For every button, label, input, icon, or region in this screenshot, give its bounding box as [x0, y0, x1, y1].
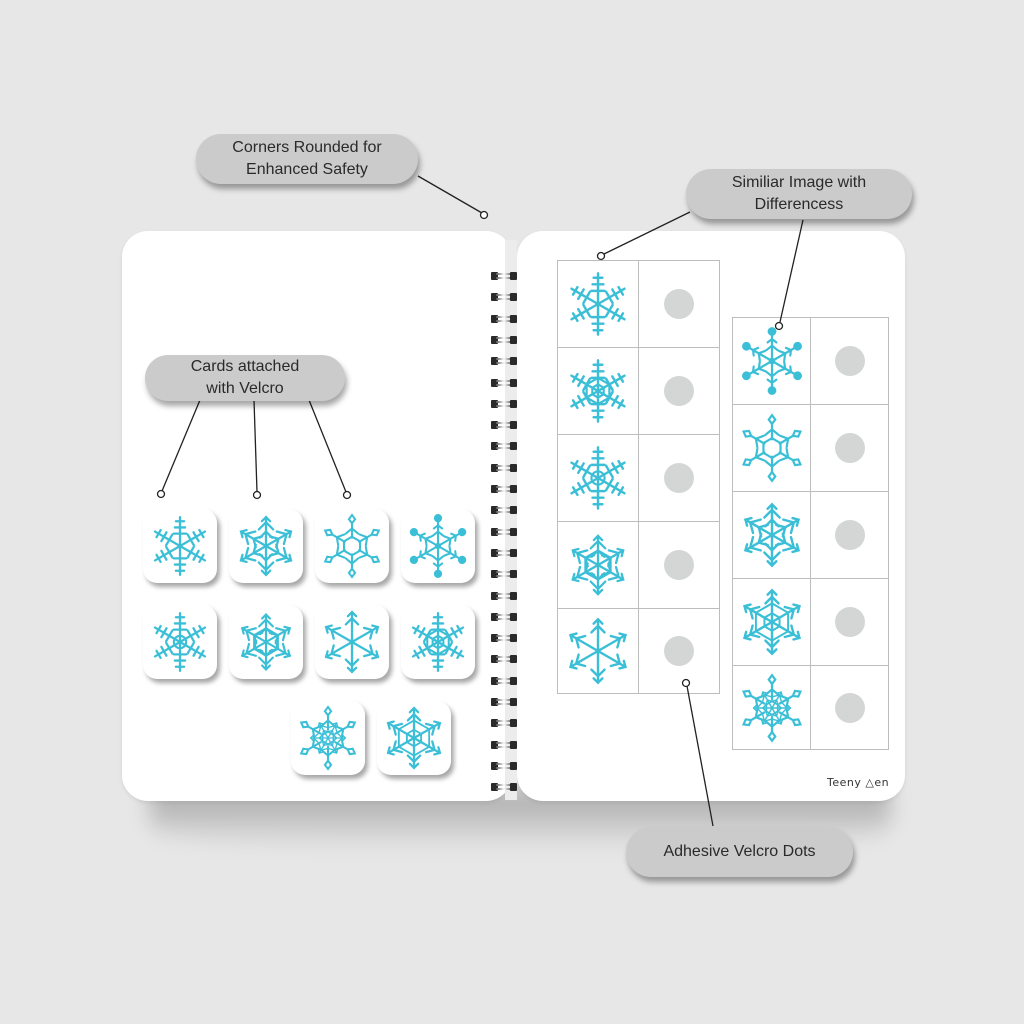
- callout-adhesive-velcro-dots: Adhesive Velcro Dots: [626, 827, 853, 877]
- snowflake-diamond-tips-icon: [737, 413, 807, 483]
- grid-image-cell: [557, 434, 639, 522]
- spiral-ring: [491, 548, 517, 557]
- spiral-ring: [491, 740, 517, 749]
- callout-cards-velcro: Cards attached with Velcro: [145, 355, 345, 401]
- callout-text: Differencess: [754, 196, 844, 213]
- spiral-ring: [491, 655, 517, 664]
- snowflake-feathery-icon: [737, 500, 807, 570]
- spiral-ring: [491, 378, 517, 387]
- callout-text: Similiar Image with: [731, 174, 867, 191]
- velcro-dot-cell[interactable]: [638, 260, 720, 348]
- snowflake-card-9[interactable]: [291, 701, 365, 775]
- snowflake-nested-hexagon-icon: [405, 609, 471, 675]
- callout-text: Enhanced Safety: [246, 161, 368, 178]
- velcro-dot[interactable]: [664, 550, 694, 580]
- snowflake-card-3[interactable]: [315, 509, 389, 583]
- snowflake-star-web-icon: [381, 705, 447, 771]
- snowflake-ring-center-icon: [147, 609, 213, 675]
- callout-text: with Velcro: [206, 380, 284, 397]
- snowflake-ornate-diamond-icon: [737, 673, 807, 743]
- callout-text: Cards attached: [190, 358, 300, 375]
- spiral-ring: [491, 463, 517, 472]
- spiral-ring: [491, 698, 517, 706]
- velcro-dot-cell[interactable]: [810, 317, 889, 405]
- velcro-dot-cell[interactable]: [638, 608, 720, 694]
- spiral-ring: [491, 676, 517, 685]
- snowflake-ring-center-icon: [563, 443, 633, 513]
- snowflake-card-10[interactable]: [377, 701, 451, 775]
- spiral-ring: [491, 634, 517, 643]
- velcro-dot[interactable]: [664, 463, 694, 493]
- spiral-ring: [491, 527, 517, 536]
- spiral-ring: [491, 591, 517, 600]
- snowflake-ornate-diamond-icon: [295, 705, 361, 771]
- callout-text: Corners Rounded for: [232, 139, 382, 156]
- snowflake-card-2[interactable]: [229, 509, 303, 583]
- grid-image-cell: [732, 404, 811, 492]
- snowflake-feathery-icon: [233, 513, 299, 579]
- spiral-ring: [491, 335, 517, 344]
- grid-image-cell: [732, 317, 811, 405]
- velcro-dot[interactable]: [664, 376, 694, 406]
- leader-end-circle: [479, 210, 489, 220]
- spiral-ring: [491, 442, 517, 451]
- spiral-ring: [491, 293, 517, 302]
- snowflake-dotted-tips-icon: [737, 326, 807, 396]
- snowflake-card-1[interactable]: [143, 509, 217, 583]
- grid-image-cell: [732, 665, 811, 750]
- spiral-ring: [491, 612, 517, 621]
- velcro-dot[interactable]: [834, 346, 865, 376]
- velcro-dot-cell[interactable]: [810, 404, 889, 492]
- spiral-ring: [491, 719, 517, 728]
- snowflake-hexagon-ring-icon: [233, 609, 299, 675]
- snowflake-star-web-icon: [737, 587, 807, 657]
- velcro-dot-cell[interactable]: [638, 521, 720, 609]
- snowflake-diamond-tips-icon: [319, 513, 385, 579]
- spiral-ring: [491, 357, 517, 366]
- callout-text: Adhesive Velcro Dots: [663, 843, 816, 860]
- spiral-ring: [491, 399, 517, 408]
- snowflake-hexagon-ring-icon: [563, 530, 633, 600]
- velcro-dot[interactable]: [834, 607, 865, 637]
- velcro-dot[interactable]: [834, 433, 865, 463]
- velcro-dot[interactable]: [834, 520, 865, 550]
- grid-image-cell: [732, 491, 811, 579]
- velcro-dot-cell[interactable]: [810, 491, 889, 579]
- snowflake-arrow-tips-icon: [563, 616, 633, 686]
- velcro-dot-cell[interactable]: [810, 578, 889, 666]
- spiral-ring: [491, 421, 517, 430]
- snowflake-card-6[interactable]: [229, 605, 303, 679]
- velcro-dot-cell[interactable]: [638, 347, 720, 435]
- snowflake-branched-icon: [563, 269, 633, 339]
- spiral-ring: [491, 761, 517, 770]
- spiral-ring: [491, 506, 517, 515]
- grid-image-cell: [557, 347, 639, 435]
- spiral-ring: [491, 570, 517, 579]
- snowflake-arrow-tips-icon: [319, 609, 385, 675]
- book-spine: [505, 240, 517, 800]
- grid-image-cell: [732, 578, 811, 666]
- velcro-dot[interactable]: [664, 289, 694, 319]
- spiral-ring: [491, 314, 517, 323]
- grid-image-cell: [557, 521, 639, 609]
- snowflake-dotted-tips-icon: [405, 513, 471, 579]
- velcro-dot[interactable]: [834, 692, 865, 723]
- snowflake-card-8[interactable]: [401, 605, 475, 679]
- spiral-ring: [491, 485, 517, 493]
- velcro-dot-cell[interactable]: [810, 665, 889, 750]
- snowflake-card-4[interactable]: [401, 509, 475, 583]
- grid-image-cell: [557, 260, 639, 348]
- spiral-ring: [491, 783, 517, 792]
- snowflake-card-7[interactable]: [315, 605, 389, 679]
- velcro-dot[interactable]: [664, 636, 694, 666]
- brand-logo: Teeny △en: [827, 776, 890, 789]
- snowflake-card-5[interactable]: [143, 605, 217, 679]
- velcro-dot-cell[interactable]: [638, 434, 720, 522]
- snowflake-branched-icon: [147, 513, 213, 579]
- grid-image-cell: [557, 608, 639, 694]
- snowflake-nested-hexagon-icon: [563, 356, 633, 426]
- spiral-ring: [491, 272, 517, 280]
